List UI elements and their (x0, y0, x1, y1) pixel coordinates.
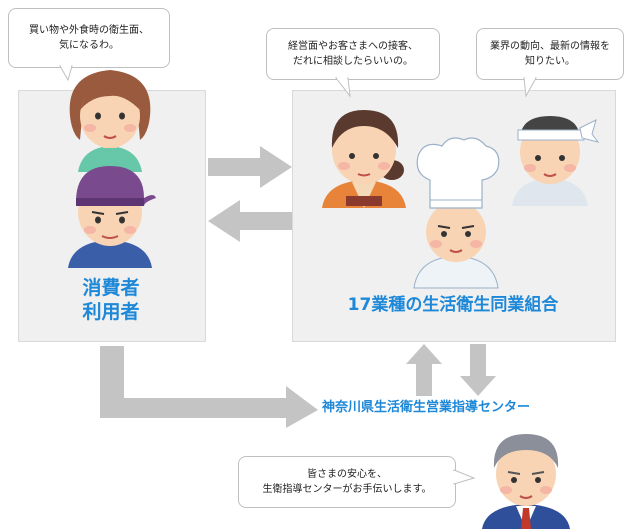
cook-speech-bubble: 業界の動向、最新の情報を 知りたい。 (476, 28, 624, 80)
arrow-right-to-union (208, 146, 292, 188)
consumer-label-line1: 消費者 (82, 277, 140, 299)
arrow-up-to-union (406, 344, 442, 396)
arrow-down-to-center (460, 344, 496, 396)
center-bubble-tail (453, 469, 476, 485)
owner-speech-bubble: 経営面やお客さまへの接客、 だれに相談したらいいの。 (266, 28, 440, 80)
chef-illustration (413, 137, 500, 289)
union-label: 17業種の生活衛生同業組合 (347, 295, 559, 315)
owner-bubble-tail (334, 77, 351, 98)
woman-consumer-illustration (69, 70, 151, 172)
consumer-speech-bubble: 買い物や外食時の衛生面、 気になるわ。 (8, 8, 170, 68)
center-label: 神奈川県生活衛生営業指導センター (322, 400, 531, 415)
consumer-label-line2: 利用者 (82, 301, 140, 323)
arrow-left-to-consumer (208, 200, 292, 242)
center-speech-bubble: 皆さまの安心を、 生衛指導センターがお手伝いします。 (238, 456, 456, 508)
consumer-bubble-tail (59, 65, 73, 82)
cook-illustration (512, 116, 600, 206)
arrow-consumer-to-center (100, 346, 318, 428)
man-consumer-illustration (68, 166, 156, 268)
center-staff-illustration (482, 434, 570, 529)
owner-illustration (322, 110, 406, 208)
cook-bubble-tail (523, 77, 537, 98)
consumer-label: 消費者 利用者 (18, 276, 204, 324)
